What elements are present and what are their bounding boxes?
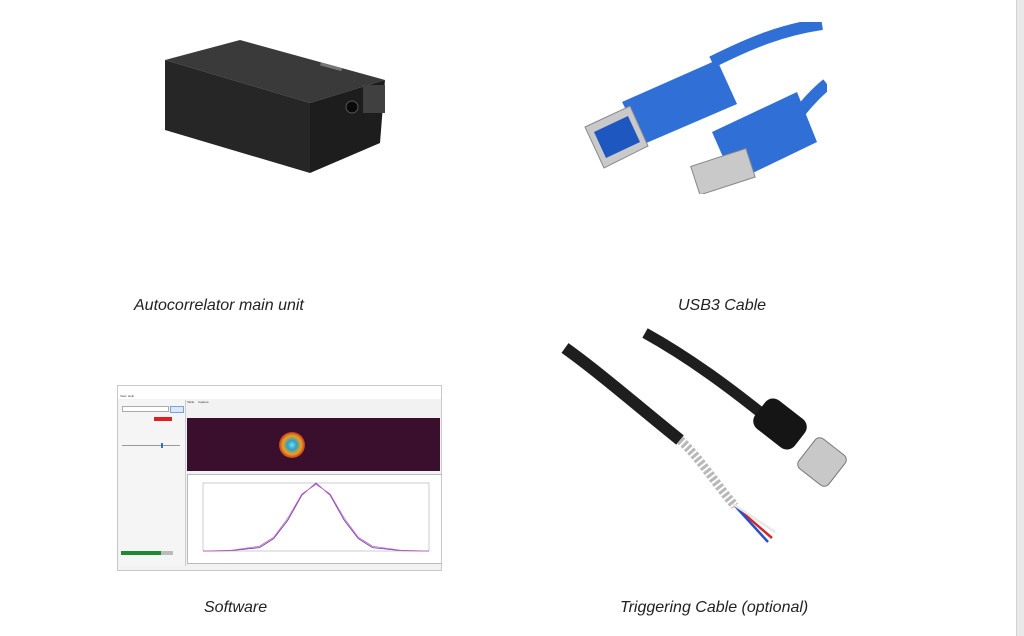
plot-series-line-1: [202, 482, 430, 552]
sw-slider[interactable]: [122, 445, 180, 446]
trigger-cable-jacket-left: [561, 343, 684, 445]
caption-usb-cable: USB3 Cable: [678, 297, 767, 314]
device-logo-mark: [320, 62, 343, 72]
m8-connector-body: [753, 398, 807, 450]
plot-series-line-2: [202, 483, 430, 552]
page-edge: [1016, 0, 1024, 636]
usb-cable-wire: [709, 22, 823, 68]
usb3-cable-image: [584, 22, 827, 194]
caption-software: Software: [204, 599, 268, 616]
sw-titlebar: [118, 386, 441, 393]
sw-input-field[interactable]: [122, 406, 169, 412]
sw-button[interactable]: [170, 406, 184, 413]
micro-b-metal-plug: [690, 147, 756, 194]
trigger-cable-image: [561, 328, 847, 543]
trigger-cable-jacket-right: [642, 328, 769, 421]
device-port-block: [363, 85, 385, 113]
device-top-face: [165, 40, 385, 103]
sw-tab-table[interactable]: Table: [187, 400, 195, 404]
sw-menubar: [118, 393, 441, 399]
device-front-face: [165, 60, 310, 173]
sw-color-swatch: [154, 417, 172, 421]
usb-a-connector-body: [622, 60, 737, 144]
sw-slider-thumb[interactable]: [161, 443, 163, 448]
trigger-wire-white: [732, 502, 776, 534]
plot-axes-frame: [202, 482, 430, 552]
software-screenshot: View Help Table Capture: [117, 385, 442, 571]
sw-signal-bar-fill: [121, 551, 161, 555]
trigger-cable-braid: [676, 436, 739, 509]
sw-beam-heatmap: [187, 418, 440, 471]
sw-control-panel: [119, 400, 186, 566]
caption-main-unit: Autocorrelator main unit: [134, 297, 304, 314]
usb-a-blue-insert: [594, 116, 640, 158]
m8-connector-knurl: [797, 437, 847, 487]
sw-plot-svg: [202, 482, 430, 552]
sw-beam-spot: [279, 432, 305, 458]
sw-tab-capture[interactable]: Capture: [198, 400, 209, 404]
device-input-aperture: [345, 100, 359, 114]
sw-menu-view[interactable]: View: [120, 394, 127, 398]
sw-autocorrelation-plot: [187, 474, 441, 564]
caption-trigger-cable: Triggering Cable (optional): [620, 599, 809, 616]
trigger-wire-blue: [736, 507, 769, 543]
sw-menu-help[interactable]: Help: [128, 394, 135, 398]
autocorrelator-device-image: [165, 40, 385, 173]
